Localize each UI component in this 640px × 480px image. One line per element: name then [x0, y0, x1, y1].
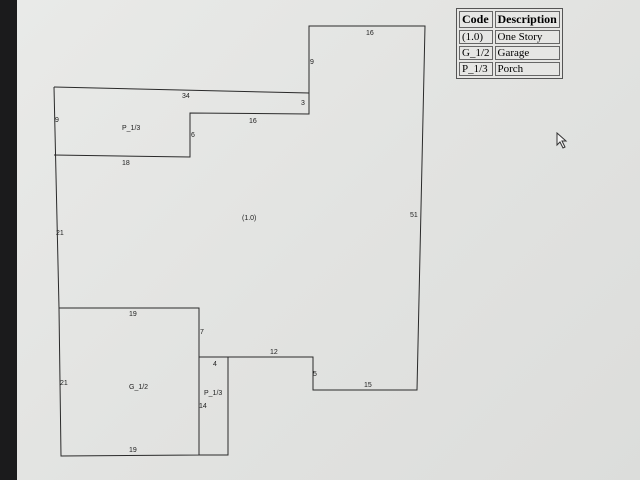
mouse-pointer-icon: [556, 132, 568, 149]
legend-code: P_1/3: [459, 62, 493, 76]
dim-lower-step: 5: [313, 371, 317, 378]
main-outline: [228, 25, 426, 391]
legend-code: G_1/2: [459, 46, 493, 60]
legend-description: Porch: [494, 62, 560, 76]
dim-porch-bottom-side: 14: [199, 403, 207, 410]
dim-top: 16: [366, 30, 374, 37]
porch-top-outline: [53, 86, 310, 158]
main-left-edge: [53, 86, 60, 309]
legend-row: G_1/2 Garage: [459, 46, 560, 60]
legend-description: One Story: [494, 30, 560, 44]
dim-bottom: 15: [364, 382, 372, 389]
legend-header-description: Description: [494, 11, 560, 28]
monitor-bezel: [0, 0, 17, 480]
dim-main-left: 21: [56, 230, 64, 237]
area-garage: G_1/2: [129, 384, 148, 391]
legend-header-code: Code: [459, 11, 493, 28]
dim-porch-bottom-top: 4: [213, 361, 217, 368]
legend-description: Garage: [494, 46, 560, 60]
area-porch-top: P_1/3: [122, 125, 140, 132]
screen: [17, 0, 640, 480]
legend-code: (1.0): [459, 30, 493, 44]
dim-step-small: 3: [301, 100, 305, 107]
dim-porch-top-top: 34: [182, 93, 190, 100]
dim-inner-v: 6: [191, 132, 195, 139]
dim-inner-top: 16: [249, 118, 257, 125]
dim-lower-top: 12: [270, 349, 278, 356]
legend-header-row: Code Description: [459, 11, 560, 28]
dim-step-v: 9: [310, 59, 314, 66]
area-main: (1.0): [242, 215, 256, 222]
legend-row: (1.0) One Story: [459, 30, 560, 44]
porch-bottom-outline: [198, 356, 229, 456]
dim-garage-bottom: 19: [129, 447, 137, 454]
dim-garage-top: 19: [129, 311, 137, 318]
dim-garage-right: 7: [200, 329, 204, 336]
garage-outline: [58, 307, 200, 457]
dim-porch-top-left: 9: [55, 117, 59, 124]
area-porch-bottom: P_1/3: [204, 390, 222, 397]
dim-right: 51: [410, 212, 418, 219]
dim-porch-top-bottom: 18: [122, 160, 130, 167]
legend-table: Code Description (1.0) One Story G_1/2 G…: [456, 8, 563, 79]
dim-garage-left: 21: [60, 380, 68, 387]
legend-row: P_1/3 Porch: [459, 62, 560, 76]
